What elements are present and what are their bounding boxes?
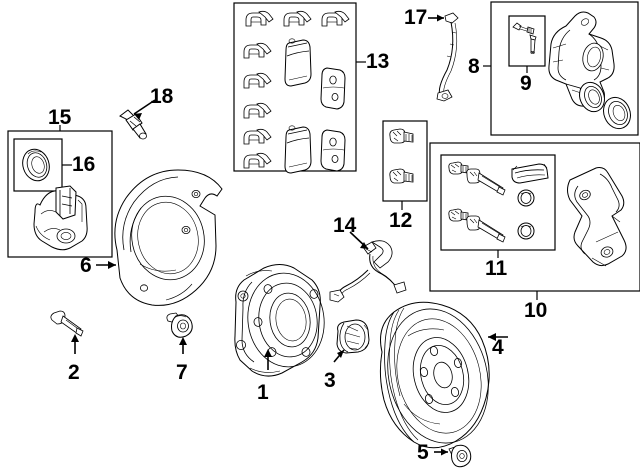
box-9-outline xyxy=(508,15,546,67)
outer-brake-pad-icon xyxy=(284,38,312,174)
group-12-bracket-bolts[interactable] xyxy=(382,120,428,210)
caliper-support-bracket-icon xyxy=(567,167,627,267)
group-10-support-bracket[interactable] xyxy=(429,142,640,300)
part-1-wheel-hub[interactable] xyxy=(234,264,330,377)
part-17-brake-hose[interactable] xyxy=(428,12,459,102)
callout-label-5[interactable]: 5 xyxy=(417,441,429,464)
callout-label-9[interactable]: 9 xyxy=(520,72,532,95)
leader-18 xyxy=(133,99,156,115)
hardware-bolt-icon xyxy=(448,161,469,222)
part-2-bolt[interactable] xyxy=(50,310,84,354)
callout-label-16[interactable]: 16 xyxy=(72,153,96,176)
arrowhead-6 xyxy=(108,261,116,269)
arrowhead-2 xyxy=(71,334,79,342)
callout-label-14[interactable]: 14 xyxy=(333,214,357,237)
part-7-shield-bolt[interactable] xyxy=(166,312,193,354)
group-15-parking-brake-actuator[interactable] xyxy=(7,125,113,258)
arrowhead-1 xyxy=(264,349,272,357)
arrowhead-17 xyxy=(437,14,444,22)
callout-label-4[interactable]: 4 xyxy=(492,336,504,359)
inner-brake-pad-icon xyxy=(320,67,346,172)
group-9-bleeder-kit[interactable] xyxy=(508,15,546,73)
part-4-brake-rotor[interactable] xyxy=(374,298,508,454)
callout-label-15[interactable]: 15 xyxy=(48,106,72,129)
bleeder-screw-icon xyxy=(512,22,535,35)
arrowhead-3 xyxy=(337,350,344,358)
arrowhead-7 xyxy=(179,337,187,345)
callout-label-10[interactable]: 10 xyxy=(524,299,548,322)
seal-ring-icon xyxy=(22,148,50,182)
part-3-axle-nut[interactable] xyxy=(333,319,370,363)
callout-label-8[interactable]: 8 xyxy=(468,55,480,78)
callout-label-12[interactable]: 12 xyxy=(389,209,413,232)
callout-label-1[interactable]: 1 xyxy=(257,381,269,404)
bleeder-cap-icon xyxy=(529,34,537,54)
callout-label-17[interactable]: 17 xyxy=(404,6,428,29)
arrowhead-5 xyxy=(441,448,448,456)
arrowhead-4 xyxy=(488,333,496,341)
callout-label-18[interactable]: 18 xyxy=(150,85,174,108)
group-11-hardware-kit[interactable] xyxy=(440,154,556,258)
part-6-splash-shield[interactable] xyxy=(96,169,223,306)
parking-brake-actuator-icon xyxy=(33,185,88,251)
callout-label-13[interactable]: 13 xyxy=(366,50,390,73)
guide-pin-bushing-icon xyxy=(517,189,535,240)
arrowhead-18 xyxy=(134,113,142,120)
group-13-pad-kit[interactable] xyxy=(233,2,366,174)
part-18-wear-sensor[interactable] xyxy=(119,99,156,140)
callout-label-11[interactable]: 11 xyxy=(485,257,508,280)
brake-caliper-icon xyxy=(548,11,615,107)
caliper-dust-boot-icon xyxy=(603,96,631,130)
part-14-abs-sensor[interactable] xyxy=(329,231,407,303)
group-16-actuator-seal[interactable] xyxy=(13,138,72,192)
callout-label-2[interactable]: 2 xyxy=(68,361,80,384)
pad-clip-icon xyxy=(243,10,350,169)
arrowhead-14 xyxy=(360,242,368,249)
caliper-piston-seal-icon xyxy=(579,81,605,113)
callout-label-7[interactable]: 7 xyxy=(176,361,188,384)
callout-label-6[interactable]: 6 xyxy=(80,254,92,277)
group-8-caliper-assembly[interactable] xyxy=(483,1,639,136)
caliper-guide-pin-icon xyxy=(466,168,506,243)
anti-rattle-spring-icon xyxy=(511,163,549,184)
bracket-bolt-icon xyxy=(389,128,414,184)
callout-label-3[interactable]: 3 xyxy=(324,369,336,392)
part-5-rotor-screw[interactable] xyxy=(434,444,472,468)
